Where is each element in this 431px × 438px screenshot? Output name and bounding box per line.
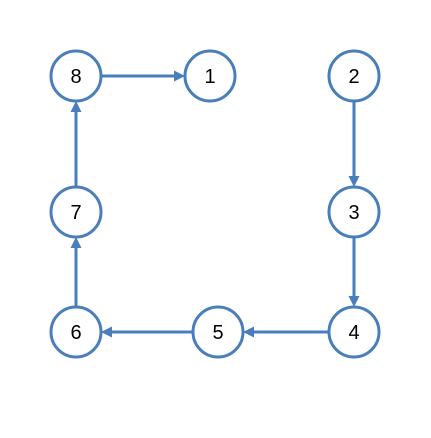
node-circle [49, 185, 103, 239]
node-label: 5 [212, 322, 223, 344]
node-4: 4 [327, 305, 381, 359]
node-7: 7 [49, 185, 103, 239]
arrowhead-icon [70, 101, 82, 112]
node-label: 7 [70, 202, 81, 224]
node-label: 2 [348, 66, 359, 88]
node-label: 6 [70, 322, 81, 344]
node-circle [183, 49, 237, 103]
edge-n5-to-n6 [101, 326, 193, 338]
node-circle [327, 305, 381, 359]
node-label: 3 [348, 202, 359, 224]
node-label: 8 [70, 66, 81, 88]
arrowhead-icon [243, 326, 254, 338]
node-1: 1 [183, 49, 237, 103]
nodes-layer: 8 1 2 7 3 6 5 4 [49, 49, 381, 359]
node-label: 1 [204, 66, 215, 88]
edge-n6-to-n7 [70, 237, 82, 307]
edges-layer [70, 70, 360, 338]
node-3: 3 [327, 185, 381, 239]
arrowhead-icon [348, 296, 360, 307]
node-circle [327, 185, 381, 239]
node-circle [191, 305, 245, 359]
edge-n8-to-n1 [101, 70, 185, 82]
edge-n4-to-n5 [243, 326, 329, 338]
edge-n3-to-n4 [348, 237, 360, 307]
node-circle [327, 49, 381, 103]
node-8: 8 [49, 49, 103, 103]
arrowhead-icon [70, 237, 82, 248]
edge-n7-to-n8 [70, 101, 82, 187]
arrowhead-icon [348, 176, 360, 187]
arrowhead-icon [101, 326, 112, 338]
arrowhead-icon [174, 70, 185, 82]
node-2: 2 [327, 49, 381, 103]
node-label: 4 [348, 322, 359, 344]
edge-n2-to-n3 [348, 101, 360, 187]
node-circle [49, 305, 103, 359]
node-circle [49, 49, 103, 103]
node-5: 5 [191, 305, 245, 359]
node-6: 6 [49, 305, 103, 359]
